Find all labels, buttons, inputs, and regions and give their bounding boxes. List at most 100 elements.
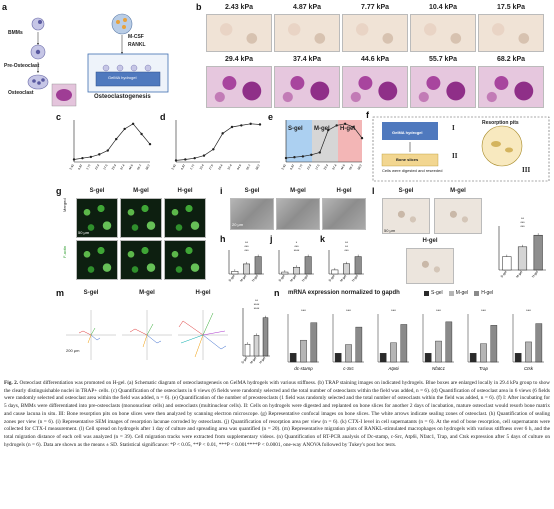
x-tick-label: 68.2	[144, 163, 151, 170]
data-point	[360, 136, 364, 140]
x-tick-label: 7.77	[297, 163, 304, 170]
significance-marker: ***	[346, 308, 351, 313]
i-col-m-gel: M-gel	[290, 188, 306, 194]
x-tick-label: S-gel	[240, 356, 248, 364]
panel-a: a BMMs Pre-Osteoclast Osteocla	[2, 2, 182, 112]
bar	[289, 353, 297, 363]
data-point	[310, 153, 313, 157]
zone-s-gel	[286, 120, 312, 162]
gelma-hydrogel-block	[95, 71, 161, 87]
trap-image-55-7	[410, 66, 476, 108]
panel-h-letter: h	[220, 234, 226, 244]
data-point	[184, 158, 187, 161]
bar	[310, 322, 318, 363]
f-label-roman-3: III	[522, 166, 531, 174]
panel-i: i S-gel M-gel H-gel 20 μm	[220, 186, 368, 232]
kpa-label-17-5: 17.5 kPa	[496, 4, 526, 11]
bar	[304, 256, 312, 275]
f-label-gelma: GelMA hydrogel	[392, 130, 423, 135]
x-tick-label: S-gel	[228, 274, 236, 282]
x-tick-label: 68.2	[356, 163, 363, 170]
bar	[517, 246, 528, 271]
kpa-label-29-4: 29.4 kPa	[224, 56, 254, 63]
significance-marker: ***	[526, 308, 531, 313]
kpa-label-7-77: 7.77 kPa	[360, 4, 390, 11]
x-tick-label: M-gel	[339, 274, 347, 283]
significance-marker: ***	[244, 245, 249, 249]
data-point	[148, 142, 152, 146]
x-tick-label: 10.4	[94, 163, 101, 170]
significance-marker: **	[245, 241, 248, 245]
gene-label: dc-stamp	[294, 366, 313, 371]
panel-n-letter: n	[274, 288, 280, 298]
data-point	[123, 127, 126, 131]
series-line	[73, 123, 151, 160]
x-tick-label: 2.43	[68, 163, 75, 170]
data-point	[212, 148, 215, 151]
x-tick-label: 4.87	[77, 163, 84, 170]
x-tick-label: 7.77	[85, 163, 92, 170]
x-tick-label: 29.4	[111, 163, 118, 170]
m-col-m-gel: M-gel	[139, 290, 155, 296]
bar	[345, 344, 352, 363]
g-col-s-gel: S-gel	[89, 188, 105, 194]
gelma-hydrogel-box	[382, 122, 438, 140]
significance-marker: **	[521, 217, 524, 221]
data-point	[106, 149, 109, 152]
data-point	[115, 137, 118, 141]
significance-marker: ***	[436, 308, 441, 313]
panel-a-letter: a	[2, 2, 8, 12]
x-tick-label: 37.4	[119, 163, 126, 170]
x-tick-label: 29.4	[217, 163, 224, 170]
x-tick-label: 10.4	[198, 163, 205, 170]
bar	[502, 256, 512, 271]
i-col-h-gel: H-gel	[336, 188, 352, 194]
bar	[253, 335, 260, 357]
phase-image-m-gel	[434, 198, 482, 234]
x-tick-label: 44.6	[128, 163, 135, 170]
gene-label: c-Src	[343, 366, 354, 371]
x-tick-label: H-gel	[301, 274, 309, 283]
x-tick-label: S-gel	[278, 274, 286, 282]
legend-s-gel-label: S-gel	[431, 290, 443, 296]
figure-caption: Fig. 2. Osteoclast differentiation was p…	[4, 380, 550, 449]
gene-label: Nfatc1	[432, 366, 446, 371]
zone-label-m-gel: M-gel	[314, 126, 330, 132]
x-tick-label: H-gel	[251, 274, 259, 283]
significance-marker: *	[296, 241, 298, 245]
trap-image-29-4	[206, 66, 272, 108]
x-tick-label: 37.4	[331, 163, 338, 170]
x-tick-label: S-gel	[328, 274, 336, 282]
gene-label: Trap	[479, 366, 488, 371]
trap-image-37-4	[274, 66, 340, 108]
data-point	[258, 123, 262, 126]
g-row-merged: Merged	[62, 198, 67, 212]
sem-image-h-gel	[322, 198, 366, 230]
x-tick-label: 37.4	[226, 163, 233, 170]
significance-marker: ****	[294, 249, 300, 253]
migration-plot-h-gel	[178, 310, 228, 360]
m-col-s-gel: S-gel	[83, 290, 99, 296]
bar	[243, 263, 250, 275]
legend-m-gel-label: M-gel	[455, 290, 469, 296]
x-tick-label: 7.77	[189, 163, 196, 170]
m-col-h-gel: H-gel	[195, 290, 211, 296]
confocal-factin-h-gel	[164, 240, 206, 280]
significance-marker: ***	[294, 245, 299, 249]
gene-label: Atp6i	[387, 366, 399, 371]
data-point	[352, 125, 355, 129]
legend-h-gel: H-gel	[474, 290, 493, 296]
zone-h-gel	[338, 120, 362, 162]
x-tick-label: H-gel	[531, 270, 539, 279]
significance-marker: ****	[254, 307, 260, 311]
caption-text: Osteoclast differentiation was promoted …	[4, 380, 550, 448]
l-col-s-gel: S-gel	[398, 188, 414, 194]
